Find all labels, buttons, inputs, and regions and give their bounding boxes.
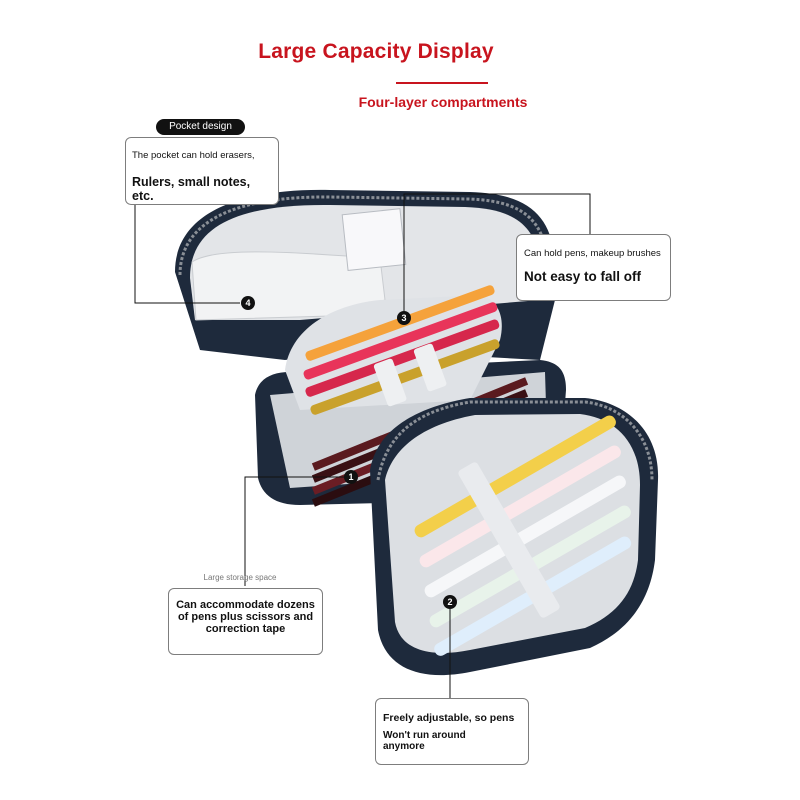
- pocket-design-tag: Pocket design: [156, 119, 245, 135]
- callout-adjustable: Freely adjustable, so pens Won't run aro…: [375, 698, 529, 765]
- lid-mesh-pocket: [191, 251, 386, 321]
- leader-line-3: [403, 193, 591, 311]
- callout-storage-line1: Can accommodate dozens: [176, 599, 315, 611]
- callout-adjustable-line2: Won't run around: [383, 730, 466, 741]
- callout-pens: Can hold pens, makeup brushes Not easy t…: [516, 234, 671, 301]
- callout-storage: Can accommodate dozens of pens plus scis…: [168, 588, 323, 655]
- flap-pens: [414, 415, 632, 656]
- callout-pens-line1: Can hold pens, makeup brushes: [524, 248, 661, 259]
- callout-pens-line2: Not easy to fall off: [524, 269, 642, 284]
- lid-zipper: [178, 195, 551, 301]
- callout-pocket-line2: Rulers, small notes, etc.: [132, 175, 251, 203]
- title-divider: [396, 82, 488, 84]
- callout-pocket: The pocket can hold erasers, Rulers, sma…: [125, 137, 279, 205]
- callout-pocket-line1: The pocket can hold erasers,: [132, 150, 255, 161]
- marker-4: 4: [241, 296, 255, 310]
- callout-storage-line2: of pens plus scissors and: [177, 611, 314, 623]
- large-storage-tag: Large storage space: [203, 573, 277, 582]
- callout-adjustable-line3: anymore: [383, 741, 425, 752]
- flap-zipper: [376, 400, 654, 481]
- marker-3: 3: [397, 311, 411, 325]
- marker-2: 2: [443, 595, 457, 609]
- page-title: Large Capacity Display: [258, 40, 494, 63]
- callout-storage-line3: correction tape: [205, 623, 286, 635]
- callout-adjustable-line1: Freely adjustable, so pens: [383, 712, 515, 724]
- marker-1: 1: [344, 470, 358, 484]
- leader-line-4: [134, 205, 240, 304]
- leader-line-1: [244, 476, 344, 586]
- page-subtitle: Four-layer compartments: [358, 94, 528, 110]
- ruler: [341, 208, 407, 272]
- middle-pens: [303, 285, 500, 415]
